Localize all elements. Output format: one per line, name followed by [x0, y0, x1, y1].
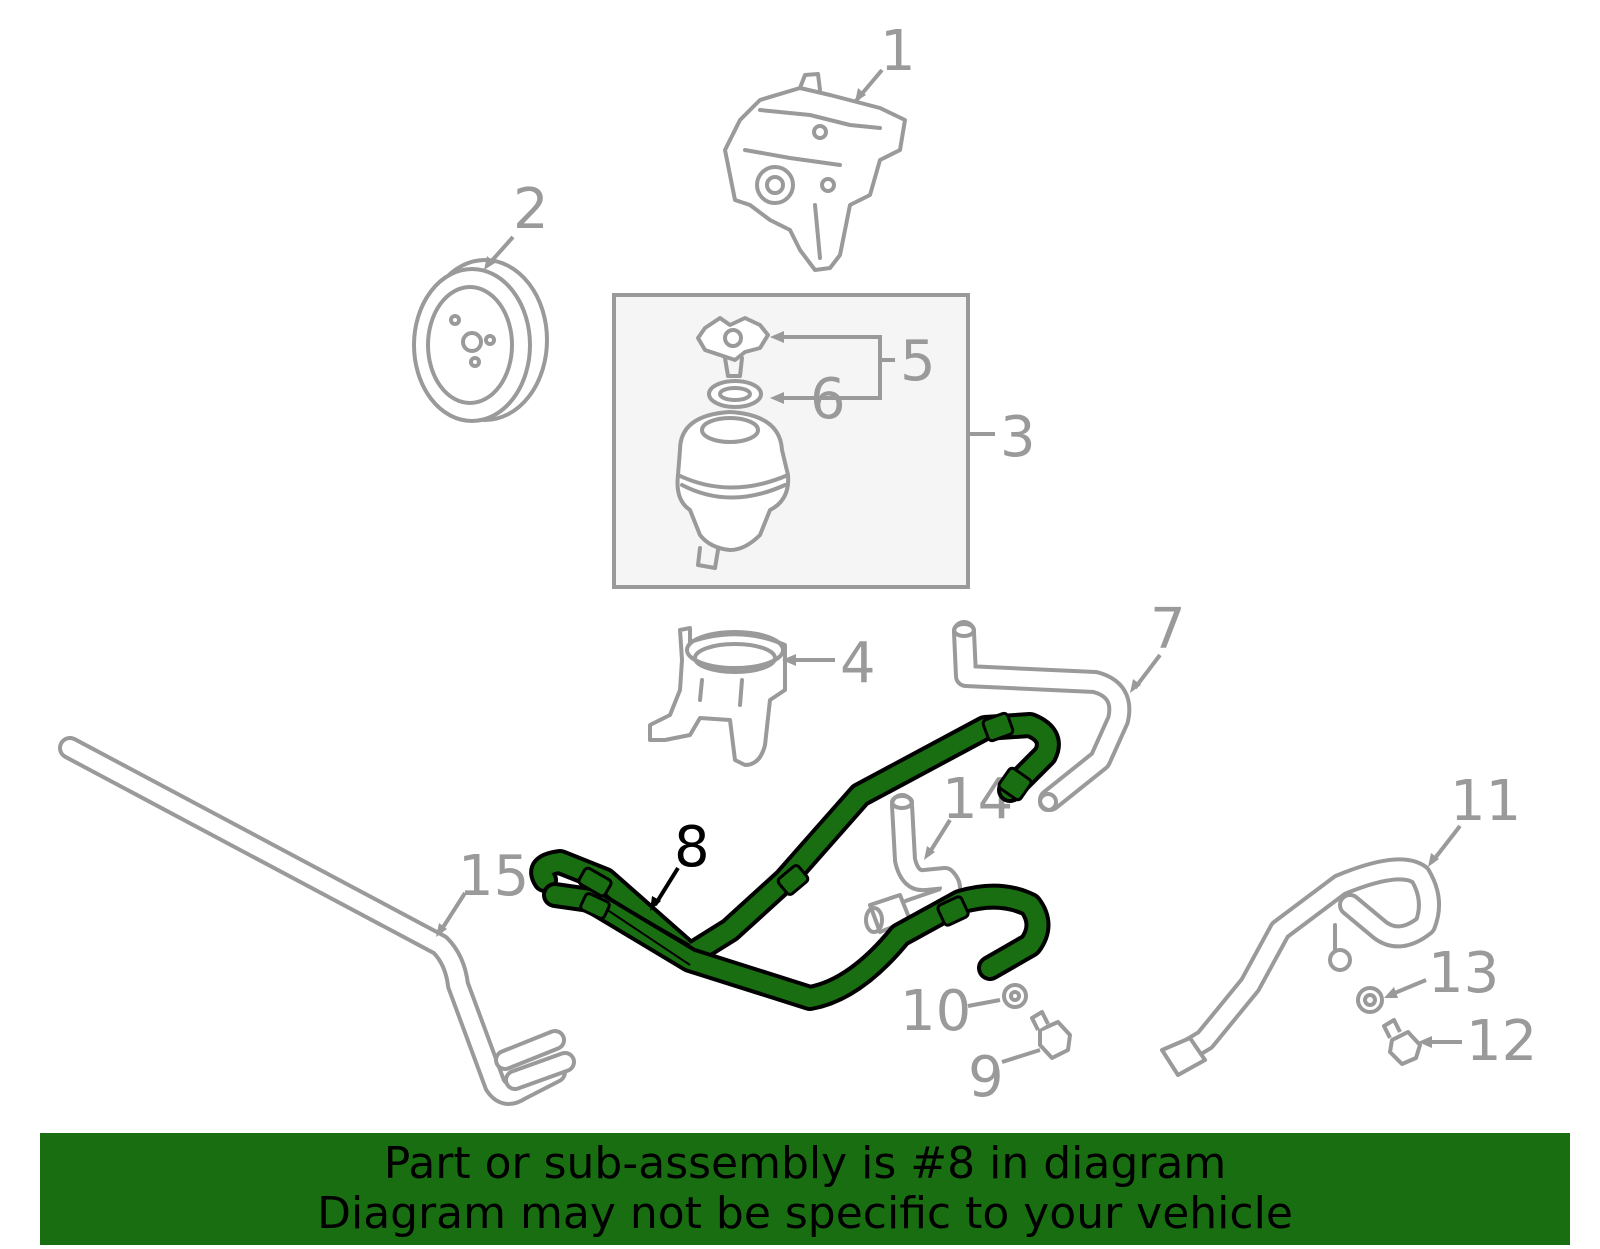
leader-7 [1133, 653, 1162, 690]
callout-4: 4 [840, 631, 876, 696]
leader-8 [653, 866, 680, 907]
callout-7: 7 [1150, 597, 1186, 662]
part-3-reservoir-box[interactable] [612, 293, 970, 589]
leader-15 [438, 891, 467, 934]
part-12-bolt[interactable] [1382, 1018, 1422, 1066]
callout-3: 3 [1000, 405, 1036, 470]
part-2-pulley[interactable] [412, 258, 549, 423]
leader-14 [926, 818, 952, 857]
part-3-reservoir[interactable] [675, 410, 791, 570]
part-4-bracket[interactable] [648, 626, 787, 767]
callout-9: 9 [968, 1045, 1004, 1110]
leader-11 [1430, 824, 1462, 864]
leader-10 [967, 998, 1001, 1008]
banner-line-1: Part or sub-assembly is #8 in diagram [383, 1138, 1227, 1189]
part-11-pipe[interactable] [1160, 857, 1441, 1077]
banner-line-2: Diagram may not be specific to your vehi… [317, 1188, 1293, 1239]
callout-13: 13 [1428, 941, 1499, 1006]
callout-12: 12 [1466, 1009, 1537, 1074]
part-14-pipe[interactable] [864, 793, 962, 934]
callout-11: 11 [1450, 769, 1521, 834]
hose-fitting [936, 895, 970, 927]
part-7-hose[interactable] [952, 620, 1132, 812]
callout-10: 10 [900, 979, 971, 1044]
leader-9 [1001, 1048, 1041, 1064]
callout-5: 5 [900, 329, 936, 394]
hose-fitting [579, 892, 611, 920]
part-8-hose-assembly[interactable] [529, 711, 1061, 1011]
hose-fitting [981, 711, 1015, 743]
part-5-cap[interactable] [696, 316, 770, 378]
callout-15: 15 [458, 844, 529, 909]
callout-6: 6 [810, 367, 846, 432]
part-10-washer[interactable] [1002, 983, 1028, 1009]
part-6-seal[interactable] [707, 379, 763, 409]
hose-fitting [997, 766, 1033, 802]
leader-5 [778, 335, 895, 400]
part-13-washer[interactable] [1356, 986, 1384, 1014]
leader-2 [486, 235, 515, 267]
hose-fitting [776, 864, 810, 896]
part-9-bolt[interactable] [1030, 1010, 1072, 1060]
hose-fitting [577, 866, 613, 898]
part-15-pipe[interactable] [58, 736, 576, 1106]
part-1-pump[interactable] [723, 72, 907, 272]
callout-2: 2 [513, 177, 549, 242]
callout-8: 8 [674, 815, 710, 880]
callout-1: 1 [880, 19, 916, 84]
info-banner: Part or sub-assembly is #8 in diagram Di… [40, 1133, 1570, 1245]
